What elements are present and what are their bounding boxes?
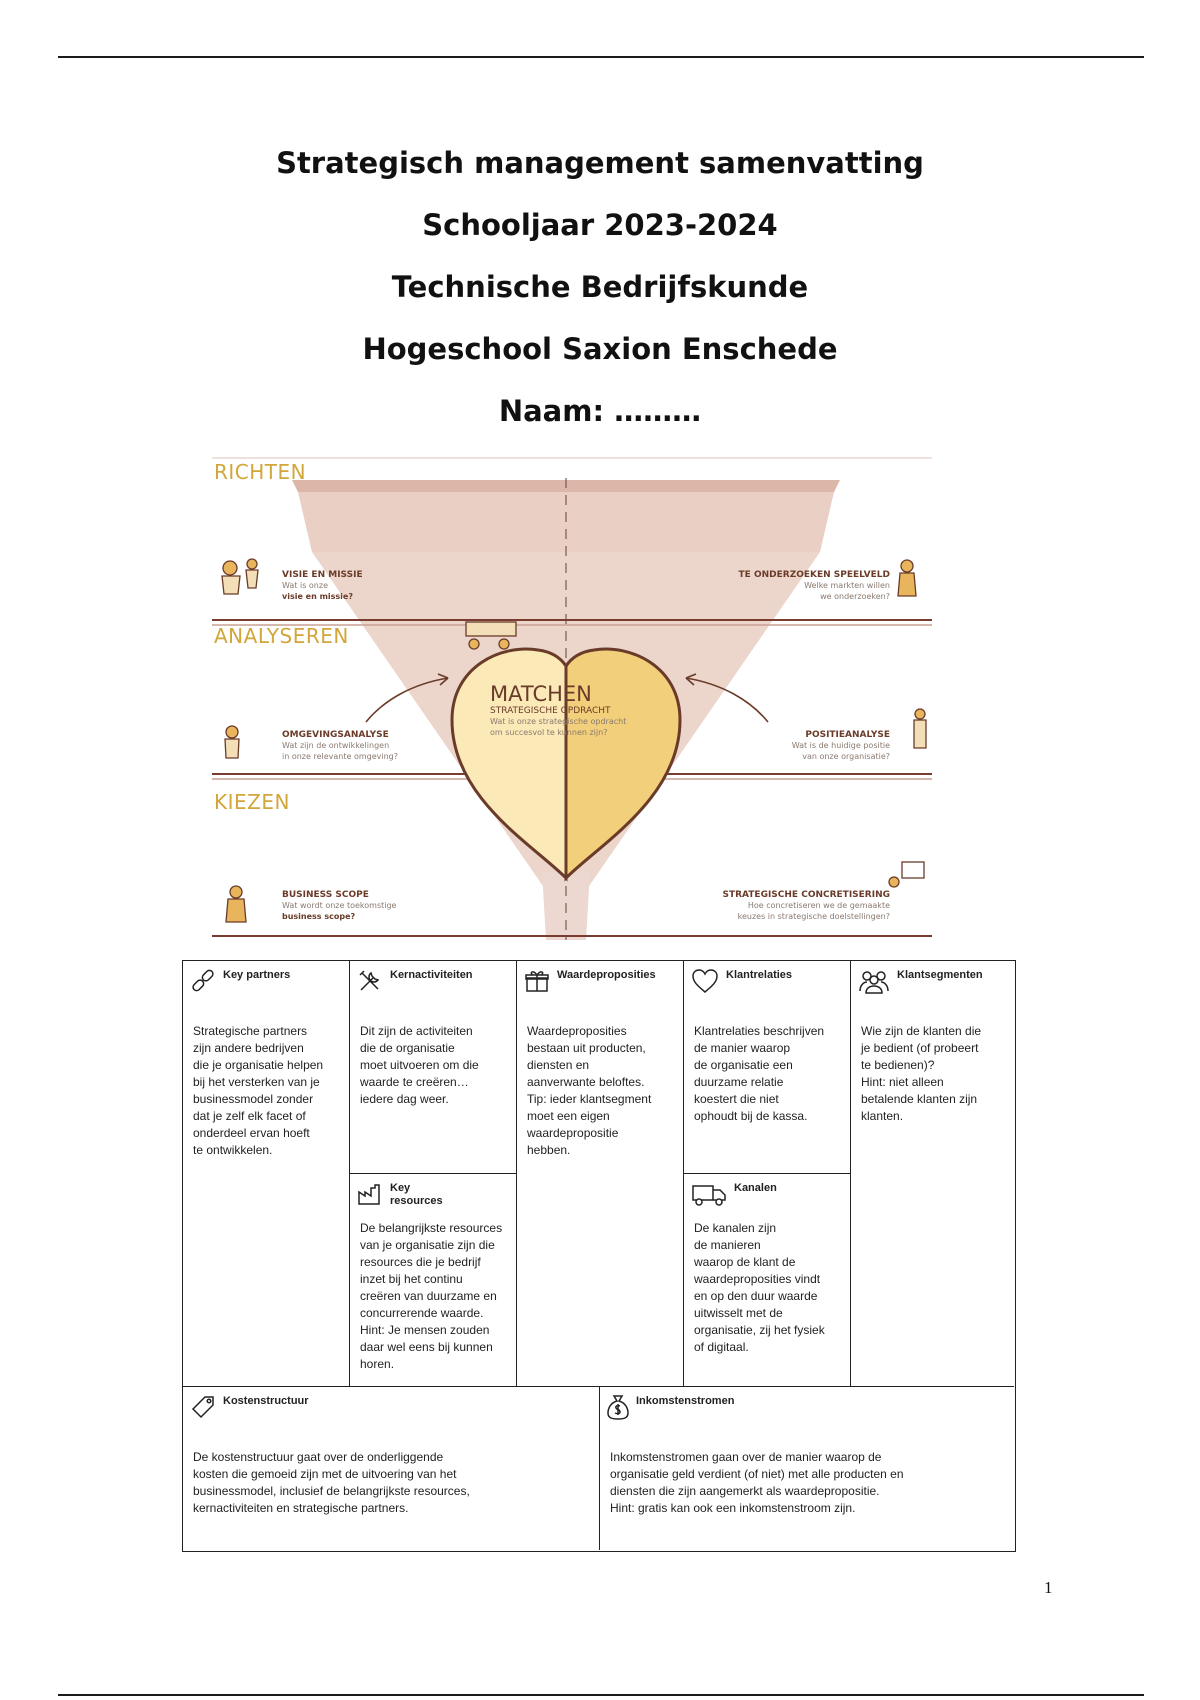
block-positieanalyse: POSITIEANALYSE Wat is de huidige positie… [792, 730, 890, 762]
scope-line2: business scope? [282, 912, 356, 921]
positie-line2: van onze organisatie? [802, 752, 890, 761]
business-model-canvas: Key partners Strategische partners zijn … [182, 960, 1016, 1552]
concretisering-line2: keuzes in strategische doelstellingen? [737, 912, 890, 921]
speelveld-line1: Welke markten willen [804, 581, 890, 590]
block-speelveld: TE ONDERZOEKEN SPEELVELD Welke markten w… [739, 570, 890, 602]
title-block: Strategisch management samenvatting Scho… [0, 140, 1200, 450]
visie-line2: visie en missie? [282, 592, 353, 601]
phase-analyseren: ANALYSEREN [214, 624, 349, 648]
concretisering-line1: Hoe concretiseren we de gemaakte [747, 901, 890, 910]
people-icon [859, 971, 889, 994]
heart-icon [692, 969, 718, 993]
truck-icon [692, 1185, 726, 1206]
canvas-kanalen: Kanalen De kanalen zijn de manieren waar… [684, 1174, 851, 1387]
phase-richten: RICHTEN [214, 460, 307, 484]
block-omgevingsanalyse: OMGEVINGSANALYSE Wat zijn de ontwikkelin… [282, 730, 398, 762]
block-visie-missie: VISIE EN MISSIE Wat is onze visie en mis… [282, 570, 363, 602]
kostenstructuur-title: Kostenstructuur [223, 1395, 309, 1407]
top-rule [58, 56, 1144, 58]
matchen-line1: Wat is onze strategische opdracht [490, 717, 627, 726]
positie-line1: Wat is de huidige positie [791, 741, 890, 750]
waardeproposities-text: Waardeproposities bestaan uit producten,… [527, 1024, 652, 1157]
speelveld-line2: we onderzoeken? [820, 592, 890, 601]
document-title: Strategisch management samenvatting [276, 146, 924, 180]
price-tag-icon [191, 1396, 214, 1419]
tools-icon [359, 970, 380, 991]
key-resources-text: De belangrijkste resources van je organi… [360, 1221, 503, 1371]
matchen-block: MATCHEN STRATEGISCHE OPDRACHT Wat is onz… [490, 682, 626, 738]
page-number: 1 [1044, 1578, 1053, 1597]
bottom-rule [58, 1694, 1144, 1696]
omgeving-line1: Wat zijn de ontwikkelingen [282, 741, 390, 750]
funnel-graphic [212, 457, 932, 940]
link-icon [192, 969, 214, 992]
klantrelaties-text: Klantrelaties beschrijven de manier waar… [694, 1024, 825, 1123]
visie-line1: Wat is onze [282, 581, 328, 590]
matchen-title: MATCHEN [490, 682, 592, 706]
inkomstenstromen-text: Inkomstenstromen gaan over de manier waa… [610, 1450, 904, 1515]
block-business-scope: BUSINESS SCOPE Wat wordt onze toekomstig… [282, 890, 396, 922]
canvas-kostenstructuur: Kostenstructuur De kostenstructuur gaat … [183, 1387, 600, 1550]
inkomstenstromen-title: Inkomstenstromen [636, 1395, 735, 1407]
waardeproposities-title: Waardeproposities [557, 969, 656, 981]
matchen-line2: om succesvol te kunnen zijn? [490, 728, 608, 737]
positie-title: POSITIEANALYSE [805, 730, 890, 740]
school-name: Hogeschool Saxion Enschede [362, 332, 838, 366]
kanalen-text: De kanalen zijn de manieren waarop de kl… [694, 1221, 825, 1354]
speelveld-title: TE ONDERZOEKEN SPEELVELD [738, 570, 890, 580]
phase-kiezen: KIEZEN [214, 790, 290, 814]
klantsegmenten-title: Klantsegmenten [897, 969, 983, 981]
canvas-kernactiviteiten: Kernactiviteiten Dit zijn de activiteite… [350, 961, 517, 1174]
canvas-waardeproposities: Waardeproposities Waardeproposities best… [517, 961, 684, 1387]
factory-icon [358, 1184, 380, 1205]
canvas-klantsegmenten: Klantsegmenten Wie zijn de klanten die j… [851, 961, 1014, 1387]
kernactiviteiten-text: Dit zijn de activiteiten die de organisa… [360, 1024, 479, 1106]
key-partners-title: Key partners [223, 969, 291, 981]
student-name: Naam: ……… [498, 394, 702, 428]
canvas-key-partners: Key partners Strategische partners zijn … [183, 961, 350, 1387]
key-resources-title: Key resources [390, 1182, 443, 1207]
school-year: Schooljaar 2023-2024 [422, 208, 778, 242]
program-name: Technische Bedrijfskunde [391, 270, 809, 304]
kanalen-title: Kanalen [734, 1182, 777, 1194]
kostenstructuur-text: De kostenstructuur gaat over de onderlig… [193, 1450, 470, 1515]
canvas-klantrelaties: Klantrelaties Klantrelaties beschrijven … [684, 961, 851, 1174]
canvas-key-resources: Key resources De belangrijkste resources… [350, 1174, 517, 1387]
klantsegmenten-text: Wie zijn de klanten die je bedient (of p… [861, 1024, 982, 1123]
strategy-process-infographic: RICHTEN ANALYSEREN KIEZEN VISIE EN MISSI… [212, 452, 942, 940]
visie-title: VISIE EN MISSIE [282, 570, 363, 580]
canvas-inkomstenstromen: Inkomstenstromen Inkomstenstromen gaan o… [600, 1387, 1014, 1550]
key-partners-text: Strategische partners zijn andere bedrij… [193, 1024, 324, 1157]
omgeving-line2: in onze relevante omgeving? [282, 752, 398, 761]
gift-icon [525, 971, 549, 992]
omgeving-title: OMGEVINGSANALYSE [282, 730, 389, 740]
block-concretisering: STRATEGISCHE CONCRETISERING Hoe concreti… [722, 890, 890, 922]
matchen-subtitle: STRATEGISCHE OPDRACHT [490, 706, 611, 716]
scope-title: BUSINESS SCOPE [282, 890, 369, 900]
scope-line1: Wat wordt onze toekomstige [282, 901, 397, 910]
klantrelaties-title: Klantrelaties [726, 969, 793, 981]
kernactiviteiten-title: Kernactiviteiten [390, 969, 473, 981]
money-bag-icon [607, 1395, 629, 1420]
concretisering-title: STRATEGISCHE CONCRETISERING [722, 890, 890, 900]
